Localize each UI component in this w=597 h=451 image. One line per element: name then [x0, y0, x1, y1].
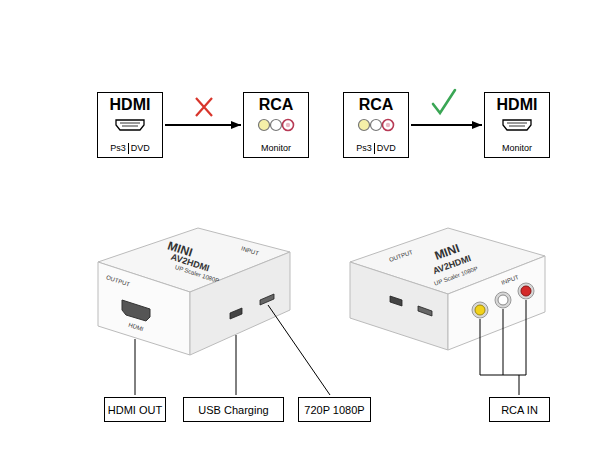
- device-box: HDMI Monitor: [484, 92, 550, 158]
- callout-text: HDMI OUT: [108, 404, 162, 416]
- callout-text: USB Charging: [198, 404, 268, 416]
- usb-socket: [390, 296, 402, 306]
- device-box: HDMI Ps3DVD: [97, 92, 163, 158]
- box-subtitle: Ps3: [110, 143, 126, 154]
- device-marking: INPUT: [241, 245, 260, 256]
- box-heading: HDMI: [497, 96, 538, 113]
- box-subtitle: Monitor: [261, 143, 291, 154]
- rca-jack-white: [498, 295, 508, 305]
- callout-box: USB Charging: [183, 397, 284, 422]
- device-marking: OUTPUT: [388, 249, 413, 263]
- leader-line: [135, 339, 136, 395]
- box-subtitle: Ps3: [356, 143, 372, 154]
- usb-socket: [230, 308, 242, 319]
- rca-red: [283, 120, 294, 131]
- rca-red: [383, 120, 394, 131]
- callout-box: HDMI OUT: [104, 397, 166, 422]
- rca-jack-ring: [518, 283, 534, 299]
- box-subtitle-row: Monitor: [502, 143, 532, 154]
- hdmi-port-icon: [503, 120, 531, 130]
- device-box: RCA Ps3DVD: [343, 92, 409, 158]
- box-heading-row: RCA: [259, 96, 294, 114]
- connector-arrow: [411, 124, 482, 126]
- callout-box: RCA IN: [489, 397, 550, 422]
- check-mark: [433, 90, 455, 113]
- rca-yellow: [259, 120, 270, 131]
- box-subtitle-row: Monitor: [261, 143, 291, 154]
- box-heading-row: RCA: [359, 96, 394, 114]
- hdmi-pins: [507, 123, 527, 126]
- hdmi-port-icon: [116, 120, 144, 130]
- rca-white: [271, 120, 282, 131]
- rca-white: [371, 120, 382, 131]
- hdmi-pins: [120, 123, 140, 126]
- rca-jack-yellow: [475, 305, 485, 315]
- rca-icon: [259, 120, 294, 131]
- box-subtitle: DVD: [128, 143, 150, 154]
- rca-yellow: [359, 120, 370, 131]
- box-heading: RCA: [359, 96, 394, 113]
- leader-bracket: [480, 300, 526, 395]
- rca-red-core: [286, 123, 290, 127]
- resolution-switch: [260, 294, 274, 305]
- rca-jack-ring: [472, 302, 488, 318]
- box-subtitle-row: Ps3DVD: [110, 143, 150, 154]
- connector-arrow: [165, 124, 241, 126]
- hdmi-socket: [122, 300, 150, 321]
- box-subtitle: Monitor: [502, 143, 532, 154]
- rca-icon: [359, 120, 394, 131]
- device-side: [350, 262, 448, 350]
- rca-red-core: [386, 123, 390, 127]
- device-box: RCA Monitor: [243, 92, 309, 158]
- callout-text: RCA IN: [501, 404, 538, 416]
- box-heading: RCA: [259, 96, 294, 113]
- hdmi-port-icon: [503, 120, 531, 130]
- leader-line: [268, 305, 330, 395]
- box-heading: HDMI: [110, 96, 151, 113]
- hdmi-port-icon: [116, 120, 144, 130]
- leader-line: [236, 335, 237, 395]
- rca-jack-ring: [495, 292, 511, 308]
- box-subtitle-row: Ps3DVD: [356, 143, 396, 154]
- device-marking: INPUT: [501, 274, 520, 286]
- box-heading-row: HDMI: [497, 96, 538, 114]
- device-marking: HDMI: [128, 322, 144, 332]
- box-subtitle: DVD: [374, 143, 396, 154]
- box-heading-row: HDMI: [110, 96, 151, 114]
- resolution-switch: [418, 306, 432, 316]
- device-marking: OUTPUT: [105, 274, 130, 287]
- callout-box: 720P 1080P: [298, 397, 371, 422]
- callout-text: 720P 1080P: [304, 404, 364, 416]
- converter-right: [350, 228, 545, 350]
- cross-mark: [196, 98, 212, 116]
- device-front: [98, 262, 190, 355]
- rca-jack-red: [521, 286, 531, 296]
- converter-left: [98, 228, 290, 355]
